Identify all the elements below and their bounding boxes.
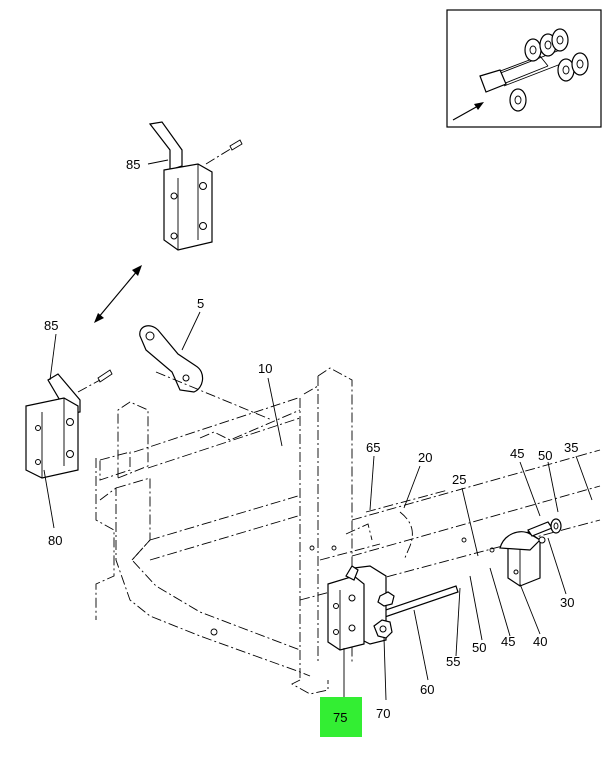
callout-85-mid[interactable]: 85	[44, 318, 58, 333]
bracket-5	[139, 325, 273, 421]
relocation-double-arrow	[94, 265, 142, 323]
frame-phantom	[95, 367, 601, 695]
leader-lines	[43, 159, 593, 701]
spring-bracket-assembly	[499, 518, 562, 587]
callout-55[interactable]: 55	[446, 654, 460, 669]
inset-wheels	[509, 28, 589, 112]
bracket-80-85-assembly	[25, 369, 113, 479]
callout-25[interactable]: 25	[452, 472, 466, 487]
callout-5[interactable]: 5	[197, 296, 204, 311]
callout-75[interactable]: 75	[333, 710, 347, 725]
callout-labels: 85 85 80 5 10 65 20 25 45 50 35 30 40 45…	[44, 157, 578, 725]
callout-70[interactable]: 70	[376, 706, 390, 721]
callout-65[interactable]: 65	[366, 440, 380, 455]
inset-frame	[446, 9, 602, 128]
bracket-85-detail	[148, 121, 243, 251]
locator-inset	[446, 9, 602, 128]
nut-70	[373, 591, 395, 639]
highlight-75-box[interactable]	[320, 697, 362, 737]
callout-45-bottom[interactable]: 45	[501, 634, 515, 649]
callout-40[interactable]: 40	[533, 634, 547, 649]
callout-80[interactable]: 80	[48, 533, 62, 548]
callout-20[interactable]: 20	[418, 450, 432, 465]
callout-10[interactable]: 10	[258, 361, 272, 376]
callout-35[interactable]: 35	[564, 440, 578, 455]
callout-50-bottom[interactable]: 50	[472, 640, 486, 655]
callout-30[interactable]: 30	[560, 595, 574, 610]
callout-50-top[interactable]: 50	[538, 448, 552, 463]
locator-arrow	[452, 105, 479, 121]
callout-60[interactable]: 60	[420, 682, 434, 697]
callout-85-top[interactable]: 85	[126, 157, 140, 172]
callout-45-top[interactable]: 45	[510, 446, 524, 461]
bracket-75	[327, 565, 387, 651]
